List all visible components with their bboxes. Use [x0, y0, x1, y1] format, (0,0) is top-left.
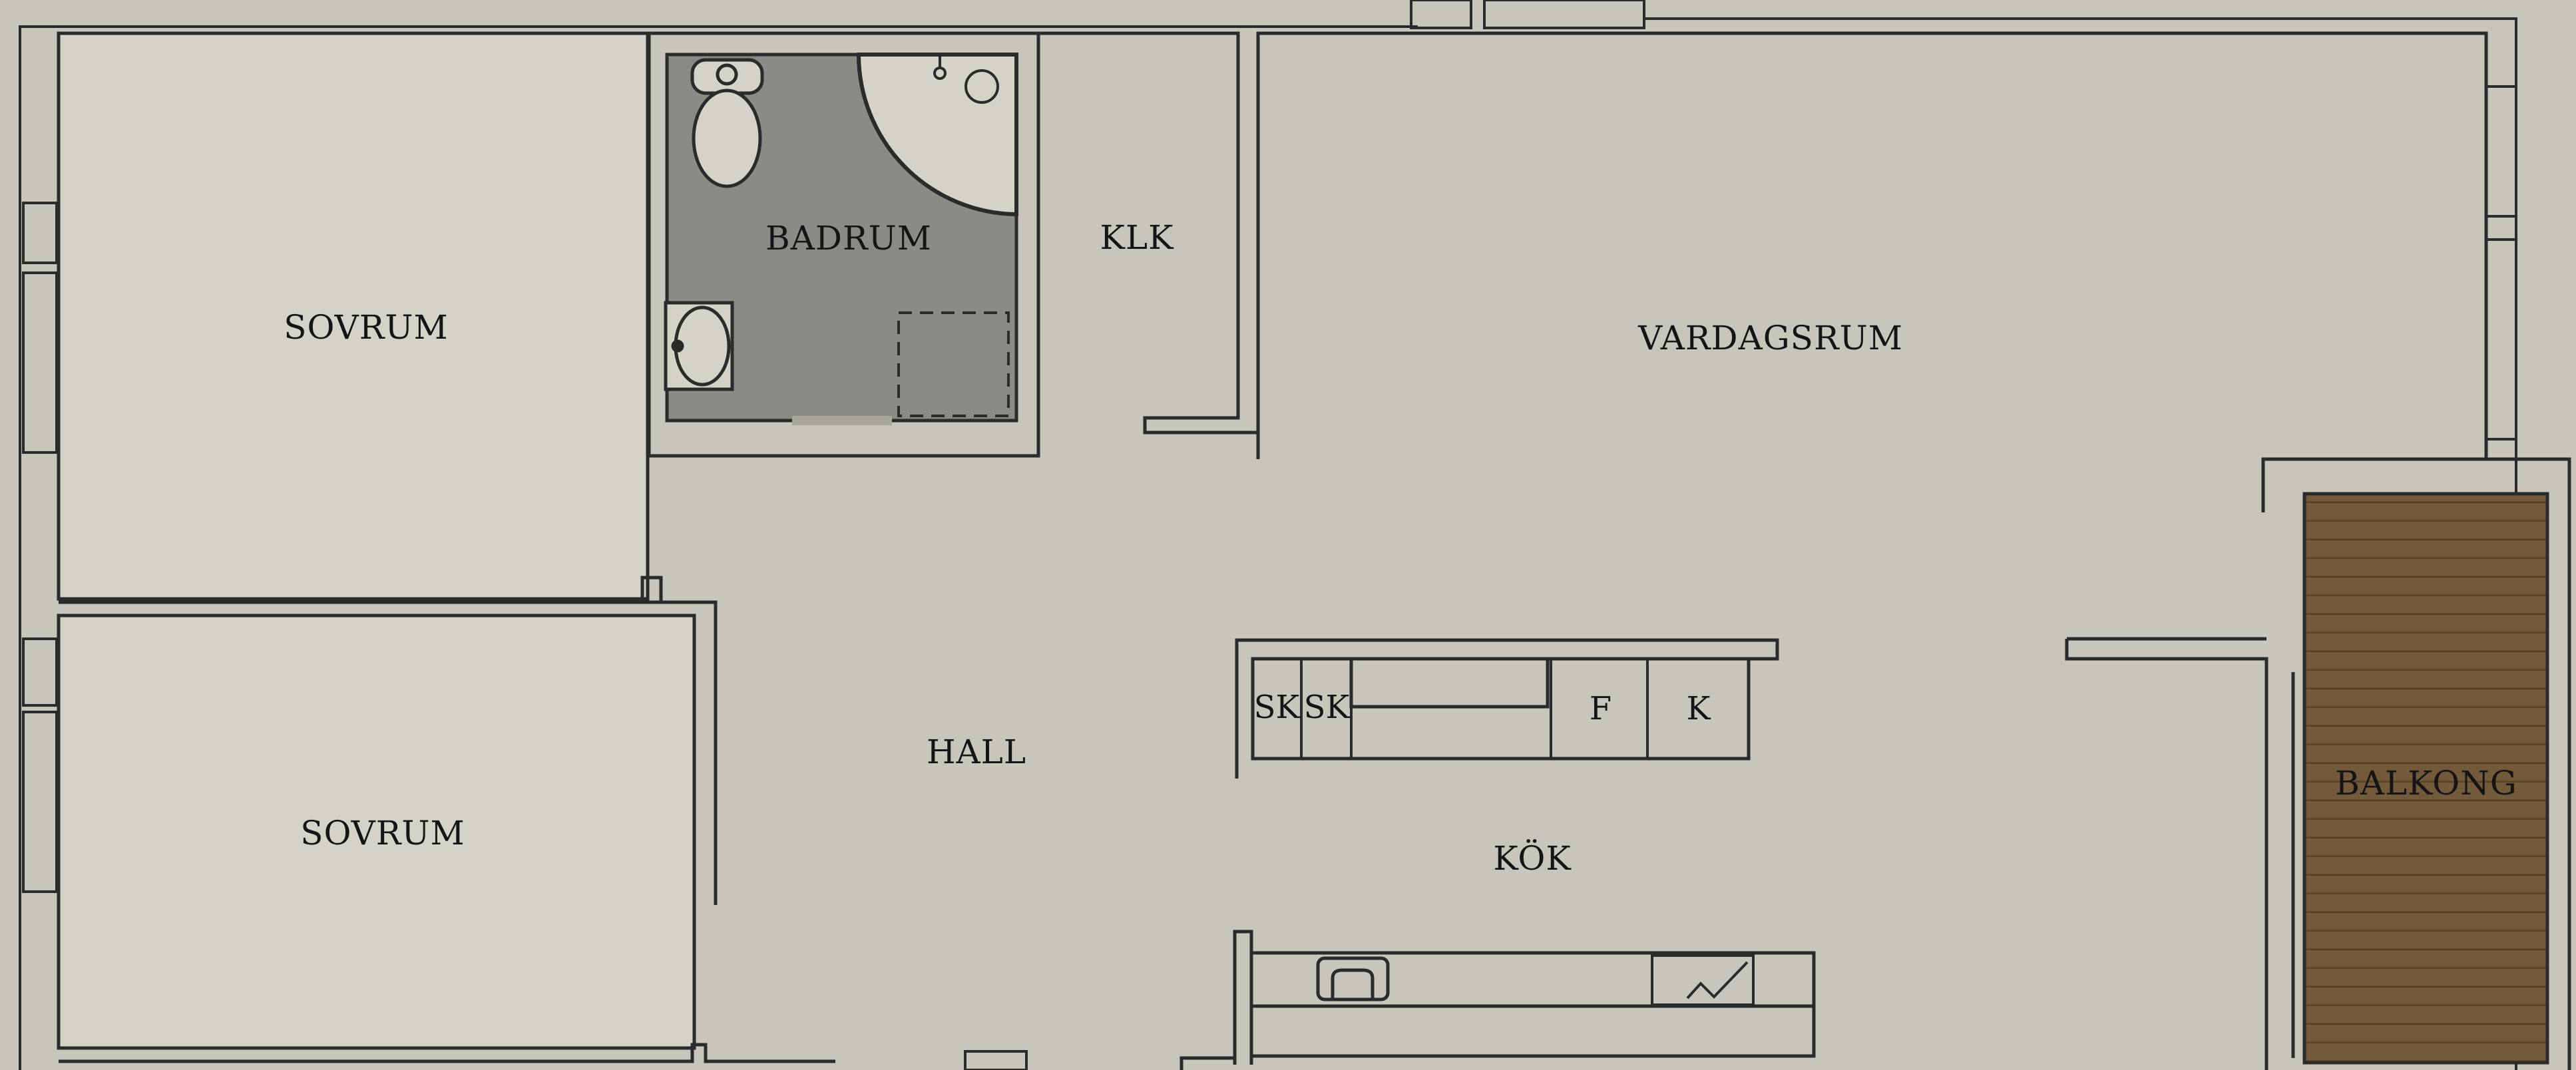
window-left-4: [22, 711, 58, 893]
window-top-2: [1483, 0, 1645, 29]
stove-top: [1349, 657, 1550, 709]
label-fridge: F: [1589, 690, 1613, 727]
label-balkong: BALKONG: [2335, 764, 2517, 803]
window-right-1: [2485, 85, 2517, 218]
window-left-2: [22, 271, 58, 454]
label-sovrum-bottom: SOVRUM: [300, 814, 465, 852]
kitchen-sink-icon: [1316, 956, 1390, 1001]
label-hall: HALL: [926, 733, 1027, 771]
toilet-icon: [690, 58, 764, 188]
balcony-frame: [2261, 457, 2571, 1070]
bottom-wall-left: [59, 1043, 835, 1063]
outer-wall: [19, 25, 1418, 1070]
label-kok: KÖK: [1493, 839, 1572, 878]
bedroom-bottom: [57, 614, 696, 1050]
label-sk-1: SK: [1253, 689, 1300, 726]
washer-space: [897, 311, 1010, 417]
bottom-opening: [964, 1050, 1028, 1070]
label-sk-2: SK: [1303, 689, 1350, 726]
balcony-door-wall: [2065, 639, 2268, 1070]
bathroom-wall: [647, 31, 1040, 458]
shower-drain-icon: [965, 69, 999, 104]
label-klk: KLK: [1100, 218, 1174, 257]
label-freezer: K: [1686, 690, 1711, 727]
label-vardagsrum: VARDAGSRUM: [1638, 319, 1903, 357]
kitchen-lower-cabinets: [1249, 1004, 1816, 1058]
window-left-3: [22, 637, 58, 707]
dishwasher-icon: [1651, 954, 1755, 1006]
window-top-1: [1410, 0, 1472, 29]
wall-stub-hall: [640, 576, 663, 602]
bottom-wall-mid: [1180, 1056, 1235, 1070]
label-badrum: BADRUM: [765, 219, 932, 258]
window-left-1: [22, 202, 58, 264]
bedroom-bottom-wall: [59, 600, 718, 905]
bedroom-top: [57, 31, 650, 601]
label-sovrum-top: SOVRUM: [284, 308, 449, 347]
shower-area: [856, 53, 1018, 217]
window-right-2: [2485, 238, 2517, 441]
balcony-floor: [2302, 492, 2549, 1065]
sink-icon: [664, 301, 734, 391]
